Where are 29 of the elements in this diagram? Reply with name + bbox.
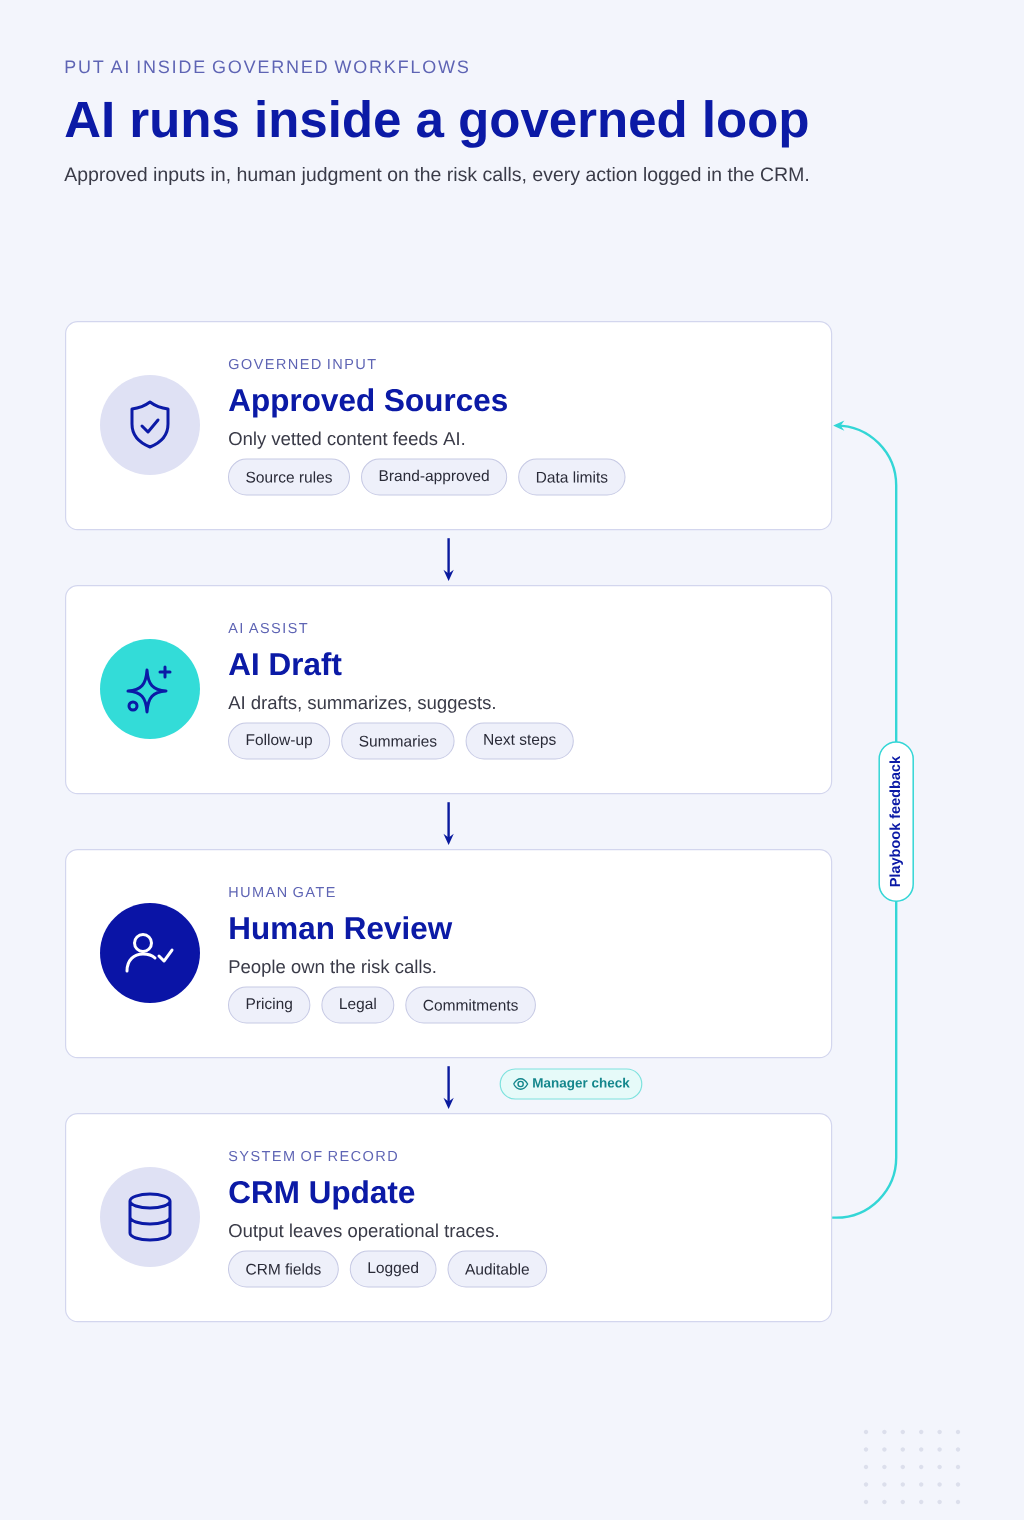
card-description: AI drafts, summarizes, suggests. xyxy=(228,695,495,713)
tag-chip: CRM fields xyxy=(228,1250,339,1288)
card-heading: CRM Update xyxy=(229,1180,415,1210)
page-title: AI runs inside a governed loop xyxy=(65,100,808,148)
tag-chip: Next steps xyxy=(465,722,574,760)
tag-chip: Source rules xyxy=(228,458,350,496)
eyebrow-text: PUT AI INSIDE GOVERNED WORKFLOWS xyxy=(65,60,468,74)
card-description: Output leaves operational traces. xyxy=(229,1223,498,1241)
tag-chip: Brand-approved xyxy=(361,458,508,496)
card-description: Only vetted content feeds AI. xyxy=(229,431,465,449)
card-kicker: HUMAN GATE xyxy=(229,886,335,898)
card-heading: AI Draft xyxy=(229,652,342,676)
tag-chip: Logged xyxy=(349,1250,437,1288)
card-kicker: SYSTEM OF RECORD xyxy=(228,1150,397,1162)
tag-chip: Follow-up xyxy=(228,722,331,760)
tag-chip: Legal xyxy=(321,986,395,1024)
subtitle-text: Approved inputs in, human judgment on the risk calls, every action logged in the CRM. xyxy=(64,166,808,186)
card-heading: Approved Sources xyxy=(229,388,507,418)
card-description: People own the risk calls. xyxy=(229,959,436,977)
tag-chip: Summaries xyxy=(341,722,455,760)
card-heading: Human Review xyxy=(230,916,453,940)
tag-chip: Commitments xyxy=(405,986,536,1024)
card-kicker: GOVERNED INPUT xyxy=(228,358,376,370)
tag-chip: Auditable xyxy=(447,1250,548,1288)
badge: Manager check xyxy=(499,1068,643,1100)
tag-chip: Data limits xyxy=(518,458,626,496)
edge-label: Playbook feedback xyxy=(878,741,914,903)
tag-chip: Pricing xyxy=(228,986,311,1024)
card-kicker: AI ASSIST xyxy=(228,622,308,634)
